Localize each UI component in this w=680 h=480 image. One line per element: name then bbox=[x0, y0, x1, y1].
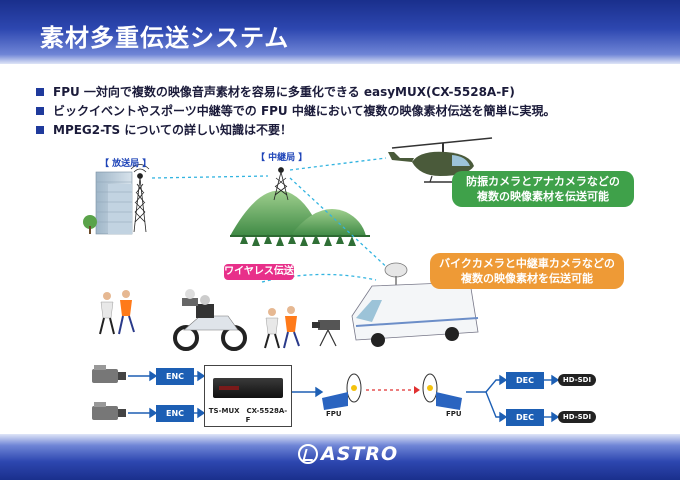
fpu-radio-link bbox=[366, 386, 420, 394]
astro-logo: ASTRO bbox=[298, 443, 398, 465]
ts-mux-device: TS-MUX CX-5528A-F bbox=[204, 365, 292, 427]
vehicle-callout: バイクカメラと中継車カメラなどの 複数の映像素材を伝送可能 bbox=[430, 253, 624, 289]
header-banner bbox=[0, 0, 680, 64]
mountains-icon bbox=[230, 190, 370, 246]
callout-line: 複数の映像素材を伝送可能 bbox=[461, 272, 593, 285]
flow-arrows bbox=[128, 370, 560, 423]
decoder-box: DEC bbox=[506, 409, 544, 426]
bullet-text: MPEG2-TS についての詳しい知識は不要！ bbox=[53, 123, 292, 137]
camcorder-icon bbox=[92, 365, 126, 383]
bullet-square-icon bbox=[36, 106, 44, 115]
bullet-list: FPU 一対向で複数の映像音声素材を容易に多重化できる easyMUX(CX-5… bbox=[36, 82, 556, 139]
fpu-transmitter-icon bbox=[322, 373, 362, 410]
bullet-text: ビックイベントやスポーツ中継等での FPU 中継において複数の映像素材伝送を簡単… bbox=[53, 104, 556, 118]
ts-mux-label: TS-MUX CX-5528A-F bbox=[208, 407, 288, 424]
wireless-transmission-label: ワイヤレス伝送 bbox=[224, 264, 294, 280]
callout-line: 複数の映像素材を伝送可能 bbox=[477, 190, 609, 203]
fpu-label: FPU bbox=[326, 410, 342, 418]
bullet-item: MPEG2-TS についての詳しい知識は不要！ bbox=[36, 120, 556, 139]
relay-tower-icon bbox=[273, 167, 289, 201]
astro-logo-text: ASTRO bbox=[321, 443, 399, 465]
page-title: 素材多重伝送システム bbox=[40, 24, 290, 52]
callout-line: 防振カメラとアナカメラなどの bbox=[466, 175, 620, 188]
broadcast-station-label: 【 放送局 】 bbox=[100, 159, 152, 169]
broadcast-station-icon bbox=[83, 171, 133, 235]
footer-banner bbox=[0, 434, 680, 480]
motorcycle-camera-icon bbox=[173, 289, 247, 351]
bullet-item: FPU 一対向で複数の映像音声素材を容易に多重化できる easyMUX(CX-5… bbox=[36, 82, 556, 101]
fpu-label: FPU bbox=[446, 410, 462, 418]
hd-sdi-output: HD-SDI bbox=[558, 411, 596, 423]
bullet-square-icon bbox=[36, 87, 44, 96]
tripod-camera-icon bbox=[312, 320, 340, 347]
decoder-box: DEC bbox=[506, 372, 544, 389]
encoder-box: ENC bbox=[156, 405, 194, 422]
astro-logo-mark-icon bbox=[298, 444, 318, 464]
callout-line: バイクカメラと中継車カメラなどの bbox=[439, 257, 615, 270]
bullet-square-icon bbox=[36, 125, 44, 134]
relay-station-label: 【 中継局 】 bbox=[256, 153, 308, 163]
bullet-text: FPU 一対向で複数の映像音声素材を容易に多重化できる easyMUX(CX-5… bbox=[53, 85, 515, 99]
fpu-receiver-icon bbox=[422, 373, 462, 410]
helicopter-callout: 防振カメラとアナカメラなどの 複数の映像素材を伝送可能 bbox=[452, 171, 634, 207]
runners-icon bbox=[99, 290, 300, 349]
bullet-item: ビックイベントやスポーツ中継等での FPU 中継において複数の映像素材伝送を簡単… bbox=[36, 101, 556, 120]
encoder-box: ENC bbox=[156, 368, 194, 385]
ts-mux-unit-icon bbox=[213, 378, 283, 398]
camcorder-icon bbox=[92, 402, 126, 420]
hd-sdi-output: HD-SDI bbox=[558, 374, 596, 386]
broadcast-tower-icon bbox=[130, 164, 150, 233]
